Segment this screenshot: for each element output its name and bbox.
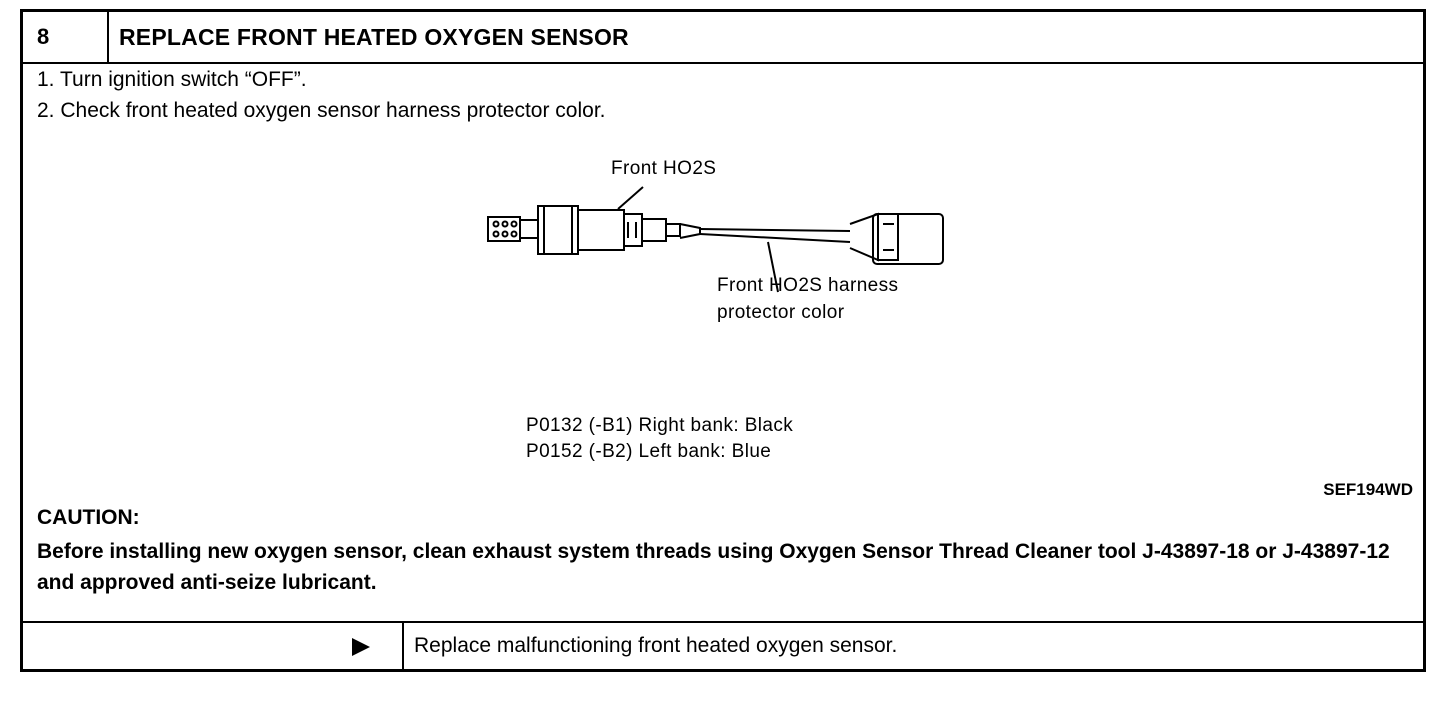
- figure-reference: SEF194WD: [1323, 480, 1413, 499]
- procedure-box: 8 REPLACE FRONT HEATED OXYGEN SENSOR 1. …: [20, 9, 1426, 672]
- oxygen-sensor-illustration: [487, 186, 944, 293]
- harness-label-line1: Front HO2S harness: [717, 275, 899, 296]
- result-row: Replace malfunctioning front heated oxyg…: [23, 621, 1423, 669]
- step-item-2: 2. Check front heated oxygen sensor harn…: [37, 99, 606, 122]
- result-indicator-cell: [23, 623, 404, 669]
- step-title: REPLACE FRONT HEATED OXYGEN SENSOR: [119, 24, 629, 50]
- step-number: 8: [23, 12, 109, 62]
- right-triangle-icon: [352, 638, 370, 656]
- color-left-bank: P0152 (-B2) Left bank: Blue: [526, 441, 772, 462]
- step-header: 8 REPLACE FRONT HEATED OXYGEN SENSOR: [23, 12, 1423, 64]
- sensor-label: Front HO2S: [611, 158, 717, 179]
- harness-label-line2: protector color: [717, 302, 845, 323]
- step-item-1: 1. Turn ignition switch “OFF”.: [37, 68, 307, 91]
- caution-text: Before installing new oxygen sensor, cle…: [37, 540, 1390, 594]
- color-right-bank: P0132 (-B1) Right bank: Black: [526, 415, 794, 436]
- result-action-text: Replace malfunctioning front heated oxyg…: [414, 634, 898, 657]
- caution-title: CAUTION:: [37, 506, 140, 529]
